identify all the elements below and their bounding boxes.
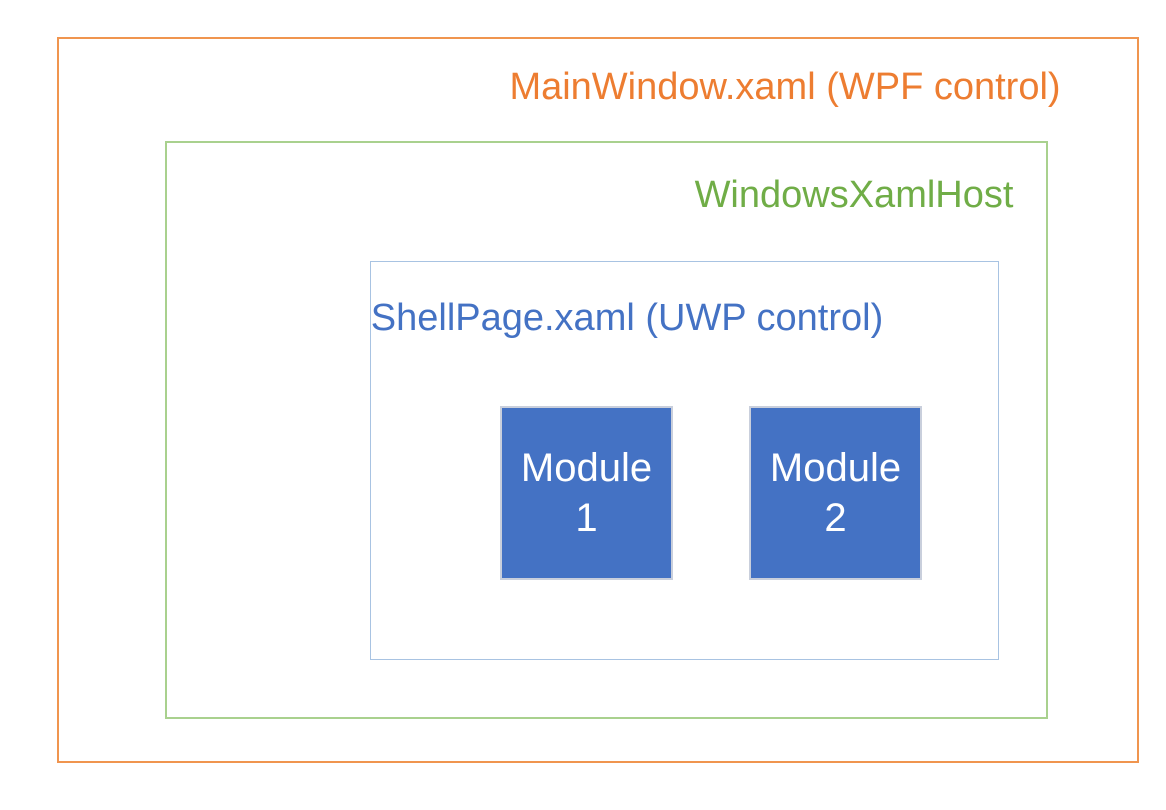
module-1-label: Module 1 [521,443,652,543]
shell-page-label: ShellPage.xaml (UWP control) [370,297,884,339]
windows-xaml-host-label: WindowsXamlHost [694,174,1014,216]
module-2-label-line2: 2 [824,496,847,540]
windows-xaml-host-box: WindowsXamlHost ShellPage.xaml (UWP cont… [165,141,1048,719]
module-1-label-line1: Module [520,446,653,490]
main-window-label: MainWindow.xaml (WPF control) [509,66,1061,108]
module-2-box: Module 2 [749,406,922,580]
module-2-label: Module 2 [770,443,901,543]
module-1-label-line2: 1 [575,496,598,540]
module-1-box: Module 1 [500,406,673,580]
module-2-label-line1: Module [769,446,902,490]
main-window-box: MainWindow.xaml (WPF control) WindowsXam… [57,37,1139,763]
shell-page-box: ShellPage.xaml (UWP control) Module 1 Mo… [370,261,999,660]
